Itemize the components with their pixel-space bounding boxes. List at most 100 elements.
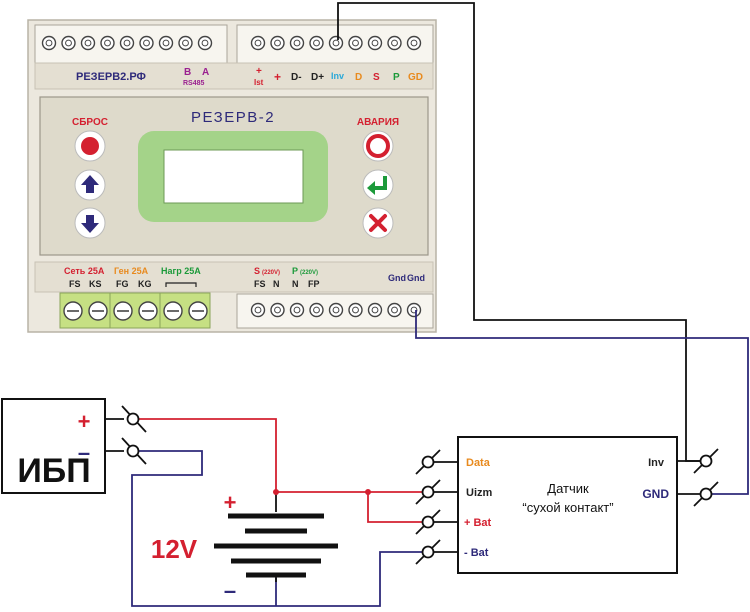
gen-label: Ген 25А [114, 266, 149, 276]
gnd1-label: Gnd [388, 273, 406, 283]
ups-minus-label: – [78, 440, 90, 465]
n2-label: N [292, 279, 299, 289]
terminal-screw [309, 302, 324, 318]
lcd-display [138, 131, 328, 222]
terminal-screw [289, 35, 305, 51]
p-voltage-label: (220V) [300, 270, 318, 276]
reset-label: СБРОС [72, 117, 108, 128]
power-screw [63, 301, 83, 321]
sensor-terminal [415, 539, 458, 565]
terminal-d-label: D [355, 72, 362, 83]
terminal-s-label: S [373, 72, 380, 83]
top-label-strip [34, 62, 434, 90]
terminal-plus-ist-label: + [256, 66, 262, 77]
sensor-gnd-label: GND [642, 487, 669, 501]
sensor-terminal [677, 448, 719, 474]
sensor-title-line2: “сухой контакт” [522, 500, 613, 515]
battery-minus-label: – [224, 578, 236, 603]
sensor-inv-label: Inv [648, 457, 665, 469]
terminal-ist-label: Ist [254, 78, 264, 87]
terminal-screw [328, 302, 344, 318]
load-label: Нагр 25А [161, 266, 201, 276]
terminal-screw [387, 35, 402, 51]
arrow-down-icon [81, 215, 99, 233]
terminal-screw [367, 302, 383, 318]
terminal-plus-label: + [274, 70, 281, 84]
device-title: РЕЗЕРВ-2 [191, 109, 275, 126]
fs-label: FS [69, 279, 81, 289]
sensor-minus-bat-label: - Bat [464, 547, 489, 559]
terminal-p-label: P [393, 72, 400, 83]
terminal-screw [41, 35, 57, 51]
terminal-screw [61, 35, 76, 51]
down-button[interactable] [74, 207, 106, 239]
sensor-terminal [415, 449, 458, 475]
ups-box: ИБП + – [1, 398, 106, 494]
gnd2-label: Gnd [407, 273, 425, 283]
bottom-right-screws [250, 302, 422, 318]
ups-minus-wire [131, 450, 428, 607]
terminal-screw [348, 35, 363, 51]
sensor-terminals [415, 448, 719, 565]
bottom-label-strip [34, 261, 434, 293]
battery-symbol: + 12V – [151, 489, 371, 603]
s-voltage-label: (220V) [262, 270, 280, 276]
ups-plus-terminal [105, 405, 147, 433]
p-terminal-label: P [292, 266, 298, 276]
power-terminal-screws [63, 301, 208, 321]
sensor-plus-bat-label: + Bat [464, 517, 492, 529]
top-right-screws [250, 35, 422, 51]
ks-label: KS [89, 279, 102, 289]
kg-label: KG [138, 279, 152, 289]
gnd-wire [415, 310, 749, 495]
terminal-d-plus-label: D+ [311, 72, 324, 83]
terminal-screw [406, 302, 422, 318]
top-left-screws [41, 35, 213, 51]
terminal-screw [367, 35, 383, 51]
up-button[interactable] [74, 169, 106, 201]
fg-label: FG [116, 279, 129, 289]
terminal-screw [178, 35, 193, 51]
bat-plus-sense-wire [367, 492, 428, 523]
fp-label: FP [308, 279, 320, 289]
ups-plus-wire [133, 418, 277, 492]
terminal-screw [250, 302, 266, 318]
power-screw [188, 301, 208, 321]
battery-plus-junction [273, 489, 279, 495]
battery-plus-label: + [224, 490, 237, 515]
terminal-screw [270, 35, 285, 51]
terminal-screw [328, 35, 344, 51]
terminal-screw [250, 35, 266, 51]
terminal-screw [309, 35, 324, 51]
terminal-screw [348, 302, 363, 318]
enter-button[interactable] [362, 169, 394, 201]
fs2-label: FS [254, 279, 266, 289]
battery-voltage-label: 12V [151, 534, 198, 564]
reset-button[interactable] [74, 130, 106, 162]
ups-plus-label: + [78, 409, 91, 434]
terminal-screw [270, 302, 285, 318]
sensor-terminal [415, 479, 458, 505]
alarm-indicator [362, 130, 394, 162]
rs485-label: RS485 [183, 80, 205, 87]
sensor-terminal [677, 481, 719, 507]
terminal-screw [100, 35, 115, 51]
terminal-screw [289, 302, 305, 318]
rs485-b-label: B [184, 67, 191, 78]
cancel-button[interactable] [362, 207, 394, 239]
terminal-screw [80, 35, 96, 51]
rs485-a-label: A [202, 67, 209, 78]
dry-contact-sensor: Датчик “сухой контакт” Data Uizm + Bat -… [457, 436, 678, 574]
power-screw [163, 301, 183, 321]
power-screw [113, 301, 133, 321]
terminal-screw [139, 35, 154, 51]
terminal-screw [158, 35, 174, 51]
arrow-up-icon [81, 175, 99, 193]
ups-minus-terminal [105, 437, 147, 465]
terminal-screw [387, 302, 402, 318]
sensor-uizm-label: Uizm [466, 487, 493, 499]
sensor-terminal [415, 509, 458, 535]
terminal-gd-label: GD [408, 72, 423, 83]
ups-label: ИБП [17, 452, 90, 490]
